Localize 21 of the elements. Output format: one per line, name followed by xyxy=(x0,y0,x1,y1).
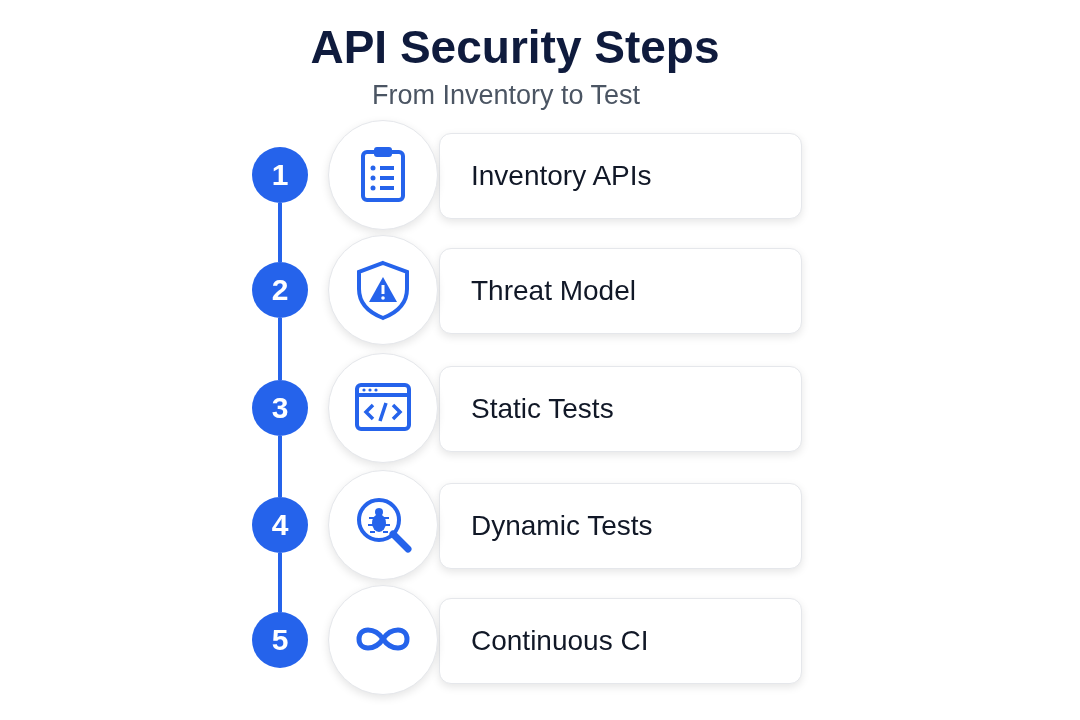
step-number: 5 xyxy=(252,612,308,668)
step-number: 1 xyxy=(252,147,308,203)
step-card xyxy=(439,483,802,569)
step-number: 4 xyxy=(252,497,308,553)
connector-line xyxy=(278,318,282,380)
connector-line xyxy=(278,436,282,497)
subtitle: From Inventory to Test xyxy=(372,80,641,111)
step-label: Threat Model xyxy=(471,275,636,307)
connector-line xyxy=(278,203,282,262)
title: API Security Steps xyxy=(309,20,721,74)
step-card xyxy=(439,248,802,334)
step-number: 2 xyxy=(252,262,308,318)
step-label: Static Tests xyxy=(471,393,614,425)
step-number: 3 xyxy=(252,380,308,436)
connector-line xyxy=(278,553,282,612)
step-label: Dynamic Tests xyxy=(471,510,653,542)
step-label: Inventory APIs xyxy=(471,160,652,192)
step-card xyxy=(439,598,802,684)
step-card xyxy=(439,133,802,219)
step-card xyxy=(439,366,802,452)
step-label: Continuous CI xyxy=(471,625,649,657)
